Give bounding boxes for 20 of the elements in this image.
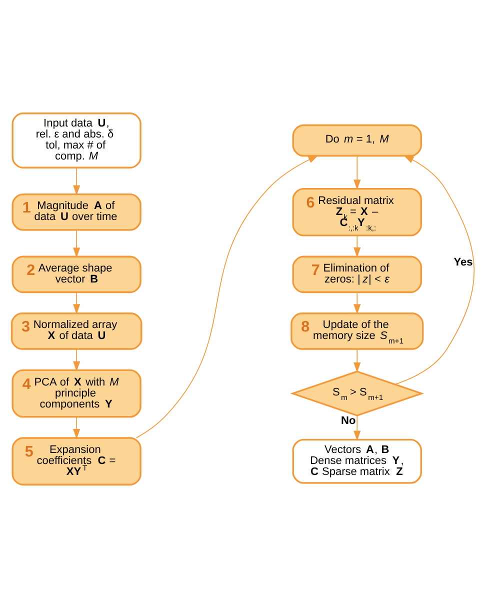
node-box: 1 Magnitude A of data U over time (12, 192, 142, 230)
node-diamond: S$_{m}$ > S$_{m+1}$ (290, 370, 424, 416)
arrow (354, 234, 361, 258)
node-box: Vectors A, B Dense matrices Y, C Sparse matrix Z (292, 438, 422, 484)
arrow (73, 348, 80, 371)
arrow (73, 416, 80, 439)
arrow (394, 154, 475, 384)
node-box: Input data U, rel. ε and abs. δ tol, max # of comp. M (12, 112, 142, 168)
arrow (73, 291, 80, 314)
arrow (354, 154, 361, 190)
arrow (73, 229, 80, 258)
arrow (354, 414, 361, 440)
node-box: Do m = 1, M (292, 124, 422, 156)
arrow (354, 291, 361, 314)
arrow (354, 348, 361, 372)
arrow (136, 154, 318, 438)
arrow (73, 166, 80, 195)
node-box: 4 PCA of X with M principle components Y (12, 368, 142, 418)
edge-label: Yes (454, 256, 473, 268)
edge-label: No (341, 414, 356, 426)
